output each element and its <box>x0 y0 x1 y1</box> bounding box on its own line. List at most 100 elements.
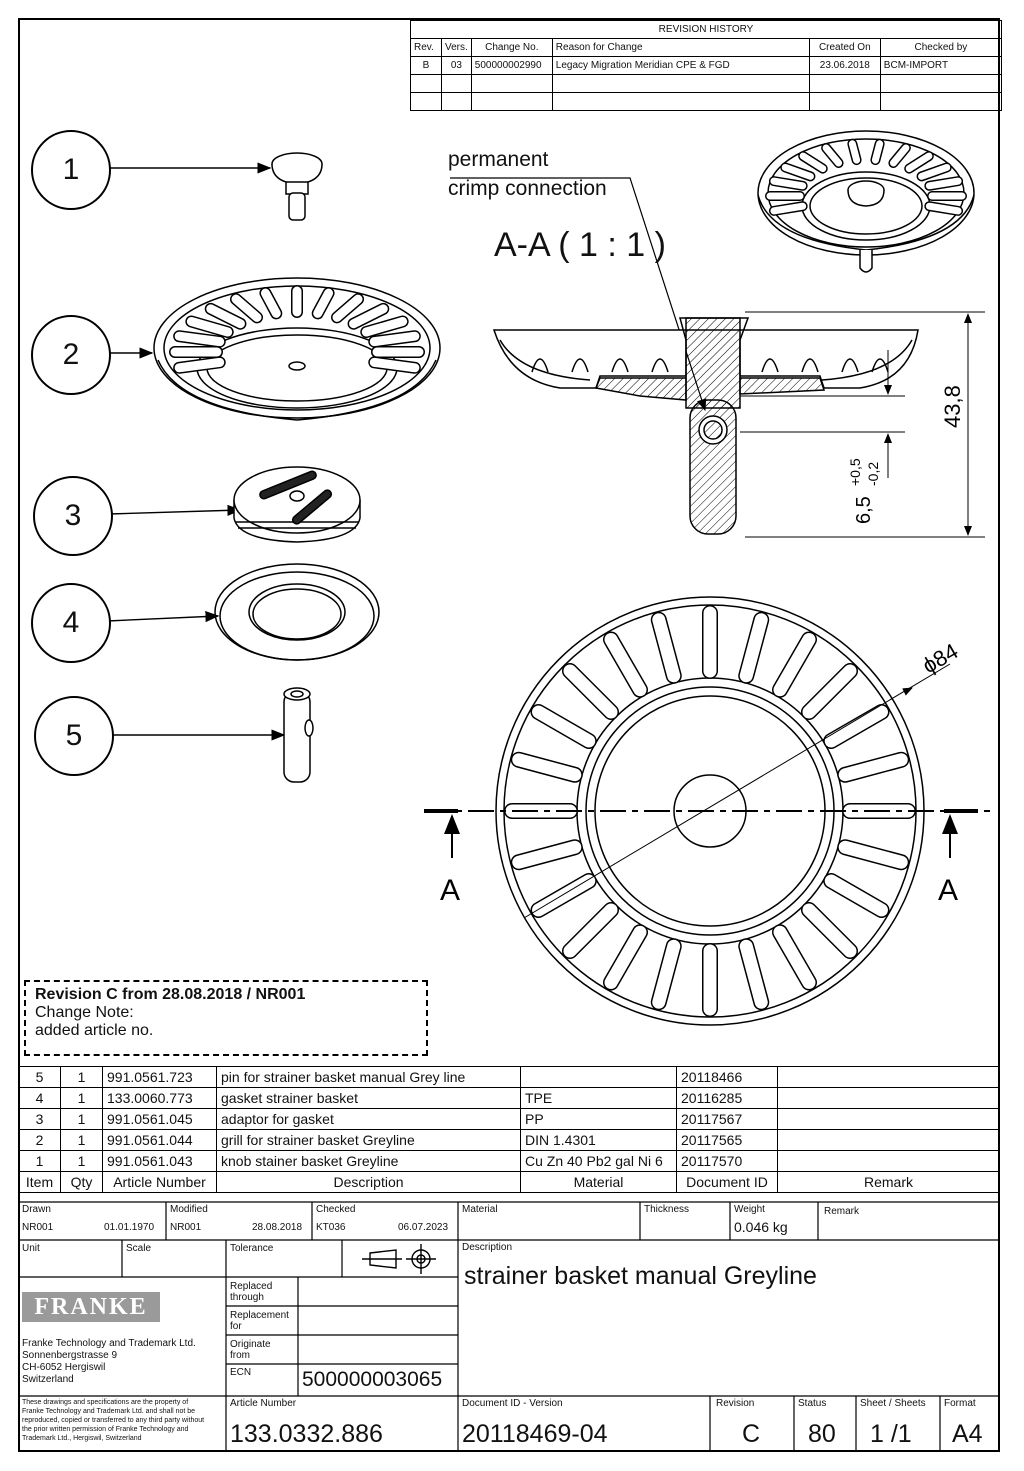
slot <box>822 144 843 167</box>
slot <box>604 925 647 989</box>
dim-height: 43,8 <box>940 385 965 428</box>
slot <box>781 163 814 180</box>
bom-remark-header: Remark <box>777 1171 1000 1193</box>
weight-label: Weight <box>734 1204 765 1215</box>
docid-value: 20118469-04 <box>462 1420 608 1448</box>
section-slot <box>871 358 889 373</box>
bom-material-cell: Cu Zn 40 Pb2 gal Ni 6 <box>520 1150 677 1172</box>
slot <box>802 903 857 958</box>
format-label: Format <box>944 1398 976 1409</box>
modified-label: Modified <box>170 1204 208 1215</box>
dim-pin-lower: -0,2 <box>865 462 881 486</box>
slot <box>361 317 408 337</box>
section-slot <box>761 358 779 373</box>
bom-description-header: Description <box>216 1171 521 1193</box>
drawn-label: Drawn <box>22 1204 51 1215</box>
slot <box>652 939 681 1009</box>
bom-document-id-cell: 20117570 <box>676 1150 778 1172</box>
section-marker-left: A <box>440 874 460 907</box>
slot <box>604 633 647 697</box>
replaced-label-1: Replaced <box>230 1281 273 1292</box>
callout-2: 2 <box>31 315 111 395</box>
slot <box>186 317 233 337</box>
slot <box>174 357 225 373</box>
slot <box>773 925 816 989</box>
company-line3: CH-6052 Hergiswil <box>22 1362 106 1373</box>
slot <box>349 304 388 329</box>
replacement-label-1: Replacement <box>230 1310 289 1321</box>
ecn-value: 500000003065 <box>302 1368 443 1391</box>
drawn-by: NR001 <box>22 1222 54 1233</box>
slot <box>838 753 908 782</box>
slot <box>369 331 420 347</box>
knob-part <box>271 152 323 221</box>
tolerance-label: Tolerance <box>230 1243 274 1254</box>
dim-pin: 6,5 <box>853 496 875 524</box>
legal-notice: These drawings and specifications are th… <box>22 1398 204 1443</box>
bom-article-number-header: Article Number <box>102 1171 217 1193</box>
callout-5: 5 <box>34 696 114 776</box>
sheet-value: 1 /1 <box>870 1420 912 1448</box>
company-line2: Sonnenbergstrasse 9 <box>22 1350 118 1361</box>
drawn-date: 01.01.1970 <box>104 1222 155 1233</box>
franke-logo: FRANKE <box>22 1292 160 1322</box>
section-view <box>492 317 919 535</box>
scale-label: Scale <box>126 1243 152 1254</box>
slot <box>512 753 582 782</box>
sheet-label: Sheet / Sheets <box>860 1398 926 1409</box>
material-label: Material <box>462 1204 498 1215</box>
section-title: A-A ( 1 : 1 ) <box>494 226 666 264</box>
legal-line3: reproduced, copied or transferred to any… <box>22 1417 205 1424</box>
bom-article-number-cell: 991.0561.723 <box>102 1066 217 1088</box>
bom-material-header: Material <box>520 1171 677 1193</box>
slot <box>739 939 768 1009</box>
bom-document-id-header: Document ID <box>676 1171 778 1193</box>
article-label: Article Number <box>230 1398 297 1409</box>
section-marker-right: A <box>938 874 958 907</box>
slot <box>824 874 888 917</box>
section-slot <box>531 358 549 373</box>
revision-note-line1: Change Note: <box>35 1004 134 1021</box>
slot <box>871 140 884 164</box>
slot <box>824 705 888 748</box>
slot <box>652 613 681 683</box>
description-value: strainer basket manual Greyline <box>464 1262 817 1290</box>
bom-document-id-cell: 20117565 <box>676 1129 778 1151</box>
docid-label: Document ID - Version <box>462 1398 563 1409</box>
section-slot <box>651 358 669 373</box>
slot <box>799 152 827 173</box>
slot <box>848 140 861 164</box>
slot <box>802 664 857 719</box>
slot <box>532 874 596 917</box>
bom-item-header: Item <box>18 1171 61 1193</box>
slot <box>770 202 807 215</box>
revision-value: C <box>742 1420 761 1448</box>
gasket-part <box>214 563 380 661</box>
revision-history-table: REVISION HISTORY Rev. Vers. Change No. R… <box>410 20 1003 111</box>
drawing-sheet <box>18 18 1000 1452</box>
format-value: A4 <box>952 1420 983 1448</box>
slot <box>260 288 281 318</box>
adaptor-part <box>233 466 361 543</box>
checked-label: Checked <box>316 1204 356 1215</box>
revision-note: Revision C from 28.08.2018 / NR001 Chang… <box>24 980 428 1056</box>
slot <box>838 840 908 869</box>
slot <box>563 664 618 719</box>
slot <box>206 304 245 329</box>
callout-1: 1 <box>31 130 111 210</box>
slot <box>563 903 618 958</box>
dim-pin-upper: +0,5 <box>847 458 863 486</box>
callout-4: 4 <box>31 583 111 663</box>
replacement-label-2: for <box>230 1321 242 1332</box>
checked-date: 06.07.2023 <box>398 1222 449 1233</box>
company-line4: Switzerland <box>22 1374 74 1385</box>
iso-view <box>757 130 975 273</box>
revision-note-line2: added article no. <box>35 1022 154 1039</box>
article-value: 133.0332.886 <box>230 1420 383 1448</box>
status-label: Status <box>798 1398 827 1409</box>
slot <box>770 177 807 190</box>
